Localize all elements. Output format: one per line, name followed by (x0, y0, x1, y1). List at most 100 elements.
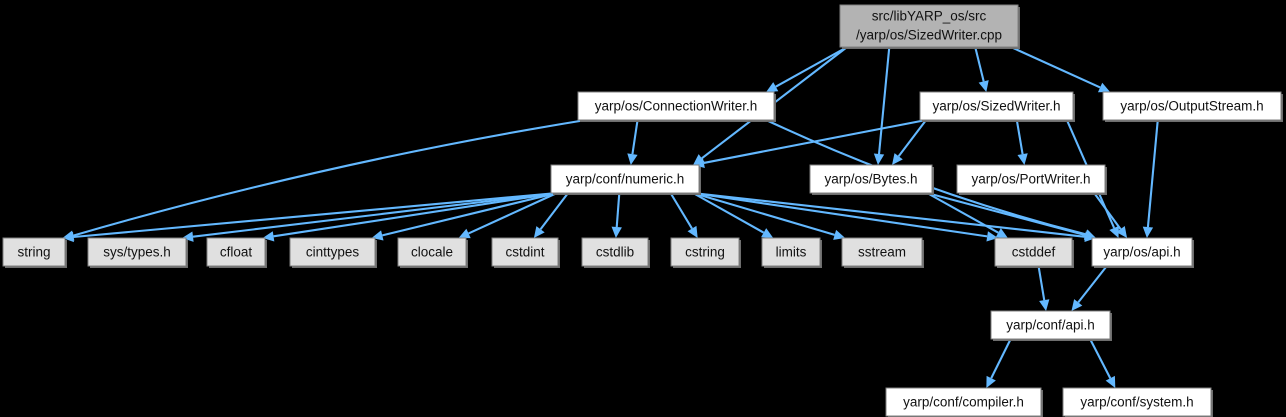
edge-numeric-to-cstddef (692, 191, 999, 242)
edge-line (539, 192, 569, 230)
node-label: yarp/conf/compiler.h (903, 395, 1024, 410)
node-box[interactable] (809, 164, 933, 194)
edge-arrowhead-icon (986, 375, 996, 388)
node-box[interactable] (491, 237, 559, 267)
edge-arrowhead-icon (1039, 299, 1050, 311)
graph-node-cfloat[interactable]: cfloat (206, 237, 267, 268)
node-label: yarp/os/SizedWriter.h (932, 99, 1060, 114)
node-label: yarp/conf/numeric.h (566, 172, 685, 187)
edge-arrowhead-icon (986, 231, 999, 242)
node-box[interactable] (289, 237, 376, 267)
edge-osapi-to-confapi (1071, 265, 1108, 311)
edge-line (1146, 119, 1159, 228)
edge-connwriter-to-numeric (627, 119, 639, 165)
edge-portwriter-to-osapi (1093, 192, 1128, 238)
edge-arrowhead-icon (1071, 299, 1083, 311)
node-box[interactable] (2, 237, 66, 267)
edge-outputstream-to-osapi (1142, 119, 1159, 238)
edge-line (382, 191, 558, 237)
node-label: cstring (685, 245, 725, 260)
edge-arrowhead-icon (1097, 82, 1111, 93)
node-label: clocale (411, 245, 453, 260)
node-box[interactable] (841, 237, 923, 267)
graph-node-connwriter[interactable]: yarp/os/ConnectionWriter.h (577, 91, 776, 122)
edge-cstddef-to-confapi (1037, 265, 1050, 311)
edge-arrowhead-icon (995, 228, 1008, 238)
edge-line (615, 192, 621, 228)
edge-numeric-to-clocale (458, 192, 558, 239)
node-box[interactable] (994, 237, 1073, 267)
node-box[interactable] (581, 237, 649, 267)
graph-node-cinttypes[interactable]: cinttypes (289, 237, 377, 268)
graph-node-limits[interactable]: limits (761, 237, 822, 268)
edge-line (692, 191, 1086, 238)
node-box[interactable] (919, 91, 1074, 121)
edge-line (974, 46, 985, 82)
graph-node-clocale[interactable]: clocale (397, 237, 468, 268)
node-box[interactable] (839, 4, 1019, 48)
edge-numeric-to-systypes (182, 191, 558, 242)
edge-line (468, 192, 558, 235)
edge-arrowhead-icon (978, 80, 989, 92)
graph-node-string[interactable]: string (2, 237, 67, 268)
graph-node-confapi[interactable]: yarp/conf/api.h (990, 310, 1112, 341)
edge-arrowhead-icon (1017, 153, 1028, 165)
graph-node-sizedwriter[interactable]: yarp/os/SizedWriter.h (919, 91, 1075, 122)
edge-layer (62, 46, 1159, 388)
edge-arrowhead-icon (1116, 226, 1128, 238)
edge-line (1015, 119, 1024, 155)
node-label: cstddef (1012, 245, 1056, 260)
node-label: sys/types.h (103, 245, 171, 260)
graph-node-bytes[interactable]: yarp/os/Bytes.h (809, 164, 934, 195)
node-box[interactable] (1062, 387, 1212, 417)
graph-node-cstdint[interactable]: cstdint (491, 237, 560, 268)
node-label: cinttypes (306, 245, 360, 260)
node-box[interactable] (87, 237, 187, 267)
edge-arrowhead-icon (533, 226, 545, 238)
graph-node-sstream[interactable]: sstream (841, 237, 924, 268)
edge-confapi-to-compiler (986, 338, 1012, 388)
node-label: yarp/os/api.h (1103, 245, 1180, 260)
graph-node-osapi[interactable]: yarp/os/api.h (1091, 237, 1194, 268)
edge-confapi-to-system (1089, 338, 1116, 388)
node-box[interactable] (761, 237, 821, 267)
graph-node-portwriter[interactable]: yarp/os/PortWriter.h (956, 164, 1107, 195)
node-box[interactable] (1091, 237, 1193, 267)
graph-node-root[interactable]: src/libYARP_os/src/yarp/os/SizedWriter.c… (839, 4, 1020, 49)
node-box[interactable] (206, 237, 266, 267)
edge-line (1077, 265, 1108, 304)
node-box[interactable] (1102, 91, 1282, 121)
edge-sizedwriter-to-bytes (892, 119, 927, 165)
edge-arrowhead-icon (1105, 375, 1116, 388)
node-box[interactable] (670, 237, 740, 267)
edge-line (1089, 338, 1112, 379)
graph-node-systypes[interactable]: sys/types.h (87, 237, 188, 268)
graph-node-outputstream[interactable]: yarp/os/OutputStream.h (1102, 91, 1283, 122)
node-label: cstdint (505, 245, 544, 260)
edge-arrowhead-icon (761, 228, 774, 238)
graph-node-cstddef[interactable]: cstddef (994, 237, 1074, 268)
edge-line (775, 46, 848, 88)
node-box[interactable] (885, 387, 1042, 417)
node-box[interactable] (990, 310, 1111, 340)
edge-root-to-sizedwriter (974, 46, 989, 92)
graph-node-numeric[interactable]: yarp/conf/numeric.h (550, 164, 701, 195)
node-label: yarp/os/ConnectionWriter.h (595, 99, 758, 114)
node-box[interactable] (577, 91, 775, 121)
graph-node-cstring[interactable]: cstring (670, 237, 741, 268)
node-label: yarp/os/PortWriter.h (971, 172, 1090, 187)
edge-numeric-to-string (62, 191, 558, 243)
edge-root-to-connwriter (766, 46, 848, 92)
edge-line (990, 338, 1012, 379)
node-label: yarp/os/Bytes.h (824, 172, 917, 187)
edge-arrowhead-icon (182, 231, 194, 242)
node-box[interactable] (956, 164, 1106, 194)
edge-line (703, 118, 927, 164)
graph-node-cstdlib[interactable]: cstdlib (581, 237, 650, 268)
graph-node-system[interactable]: yarp/conf/system.h (1062, 387, 1213, 417)
edge-numeric-to-sstream (692, 191, 846, 240)
graph-node-compiler[interactable]: yarp/conf/compiler.h (885, 387, 1043, 417)
node-box[interactable] (397, 237, 467, 267)
node-box[interactable] (550, 164, 700, 194)
